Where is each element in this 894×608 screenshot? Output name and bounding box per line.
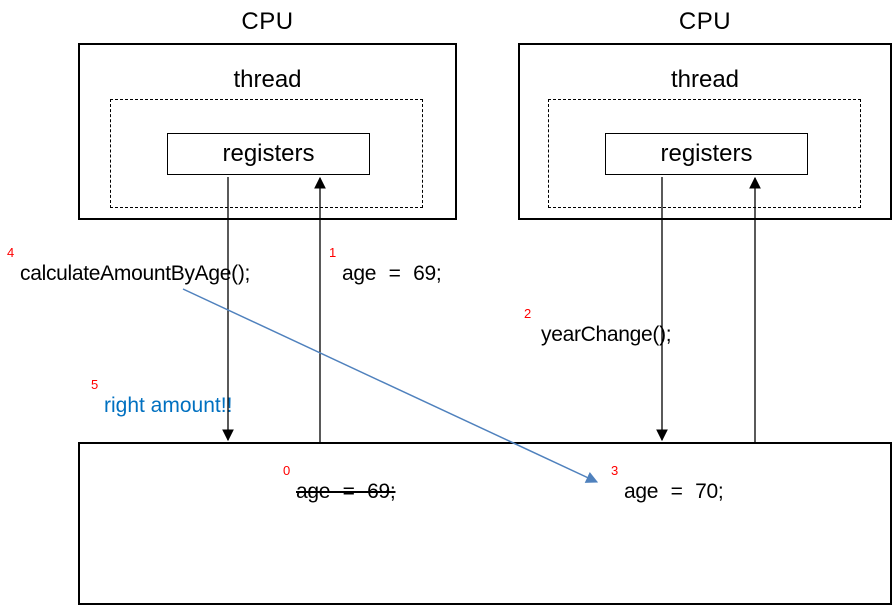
step-number: 0	[283, 463, 291, 478]
annotation-text: yearChange();	[541, 323, 672, 346]
cpu-left-thread-label: thread	[233, 66, 302, 93]
annotation-year-change: 2 yearChange();	[524, 307, 672, 347]
step-number: 2	[524, 306, 532, 321]
annotation-text: age = 69;	[342, 262, 442, 285]
step-number: 3	[611, 463, 619, 478]
annotation-age-69-top: 1 age = 69;	[329, 246, 442, 286]
step-number: 4	[7, 245, 15, 260]
cpu-left-box	[78, 43, 457, 220]
cpu-right-thread-boundary	[548, 99, 861, 208]
annotation-age-70: 3 age = 70;	[611, 464, 724, 504]
annotation-text: right amount!!	[104, 394, 233, 417]
cpu-right-registers-label: registers	[660, 140, 753, 167]
cpu-right-box	[518, 43, 892, 220]
cpu-left-registers-label: registers	[222, 140, 315, 167]
annotation-right-amount: 5 right amount!!	[91, 378, 233, 418]
annotation-age-69-struck: 0 age = 69;	[283, 464, 396, 504]
cpu-left-registers-box: registers	[167, 133, 370, 175]
annotation-calculate-amount: 4 calculateAmountByAge();	[7, 246, 251, 286]
cpu-right-title: CPU	[678, 8, 732, 35]
cpu-right-thread-label: thread	[670, 66, 740, 93]
cpu-left-thread-boundary	[110, 99, 423, 208]
cpu-right-registers-box: registers	[605, 133, 808, 175]
step-number: 1	[329, 245, 337, 260]
cpu-left-title: CPU	[241, 8, 294, 35]
annotation-text: calculateAmountByAge();	[20, 262, 251, 285]
step-number: 5	[91, 377, 99, 392]
annotation-text: age = 70;	[624, 480, 724, 503]
annotation-text: age = 69;	[296, 480, 396, 503]
shared-memory-box	[78, 442, 892, 605]
